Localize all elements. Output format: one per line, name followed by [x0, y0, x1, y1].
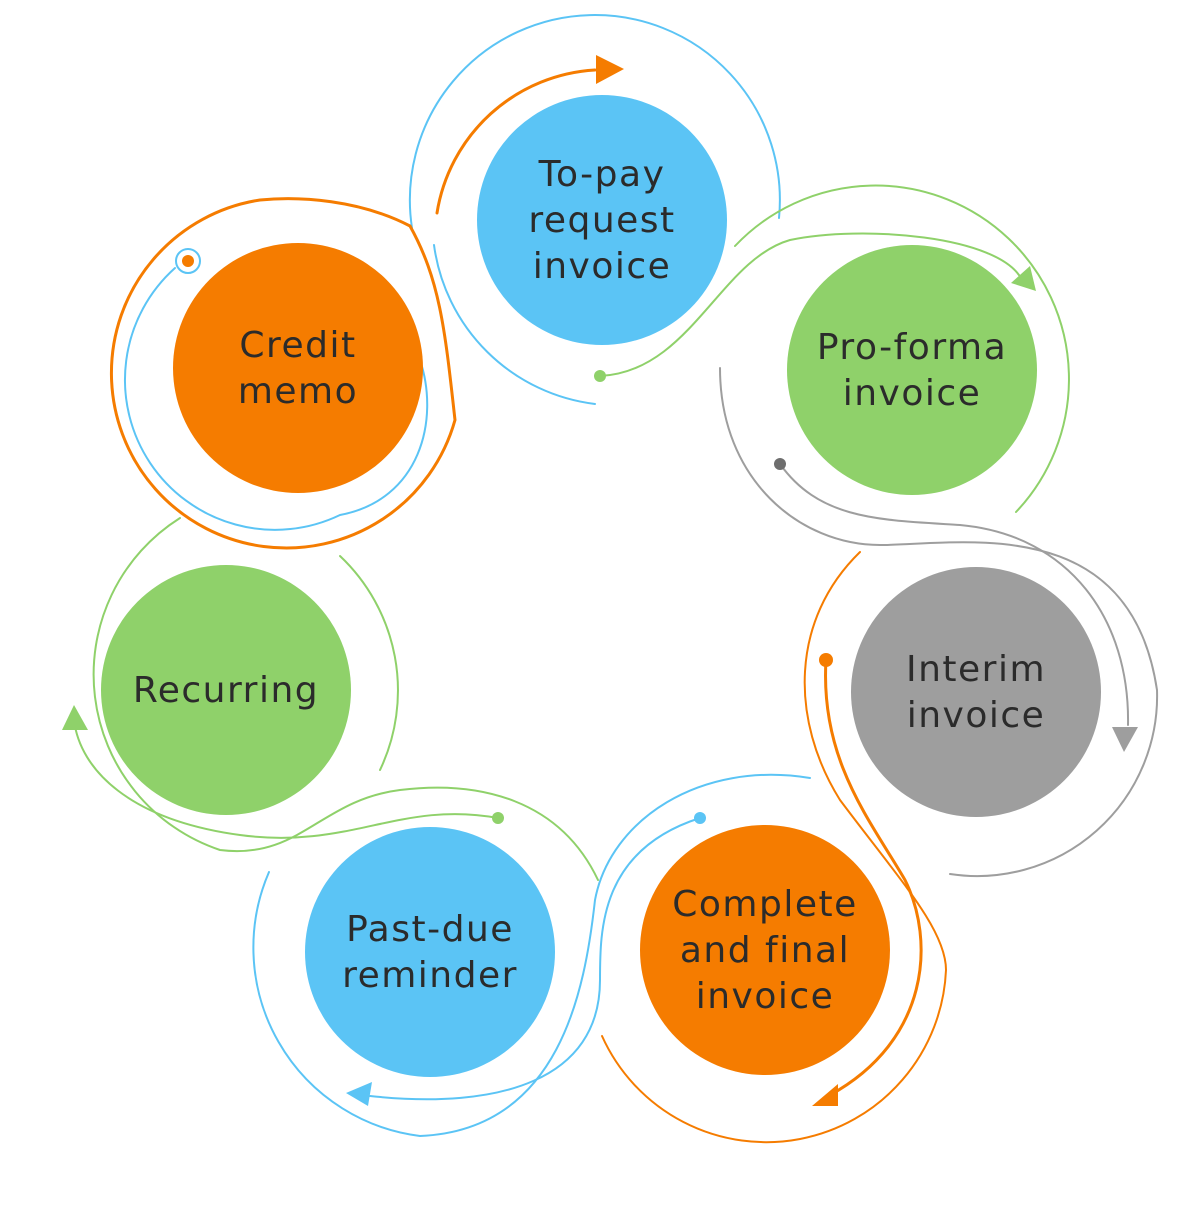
- arrow-interim-icon: [1112, 727, 1138, 752]
- arrow-pro-forma-icon: [1011, 266, 1036, 291]
- node-label-to-pay-request-invoice-line-1: To-pay: [538, 154, 666, 195]
- ring-to-pay-inner: [435, 68, 597, 215]
- dot-pro-forma: [594, 370, 606, 382]
- node-label-interim-invoice-line-2: invoice: [907, 695, 1046, 736]
- node-label-pro-forma-invoice-line-1: Pro-forma: [817, 327, 1007, 368]
- node-circle-to-pay-request-invoice: [477, 95, 727, 345]
- node-label-complete-and-final-invoice-line-3: invoice: [696, 976, 835, 1017]
- ring-credit-outer: [109, 197, 457, 550]
- node-circle-past-due-reminder: [305, 827, 555, 1077]
- dot-interim: [774, 458, 786, 470]
- ring-pro-forma-outer: [734, 184, 1070, 513]
- ring-interim-inner: [779, 463, 1130, 726]
- ring-complete-outer: [601, 551, 948, 1144]
- ring-past-due-inner: [369, 817, 701, 1101]
- arrow-recurring-icon: [62, 705, 88, 730]
- node-circle-pro-forma-invoice: [787, 245, 1037, 495]
- node-recurring: Recurring: [101, 565, 351, 815]
- arrow-complete-icon: [812, 1084, 838, 1106]
- node-label-to-pay-request-invoice-line-2: request: [528, 200, 675, 241]
- ring-recurring-outer: [92, 517, 599, 881]
- ring-interim-outer: [719, 367, 1159, 877]
- node-label-credit-memo-line-2: memo: [238, 371, 358, 412]
- ring-complete-inner: [824, 658, 923, 1097]
- node-label-complete-and-final-invoice-line-1: Complete: [672, 884, 858, 925]
- arrow-past-due-icon: [346, 1082, 372, 1106]
- node-label-credit-memo-line-1: Credit: [239, 325, 356, 366]
- ring-to-pay-lower: [433, 244, 596, 405]
- node-label-interim-invoice-line-1: Interim: [906, 649, 1046, 690]
- node-circle-complete-and-final-invoice: [640, 825, 890, 1075]
- dot-complete: [819, 653, 833, 667]
- ring-recurring-right: [339, 555, 399, 771]
- node-past-due-reminder: Past-due reminder: [305, 827, 555, 1077]
- dot-past-due: [694, 812, 706, 824]
- nodes-layer: To-payrequestinvoicePro-formainvoiceInte…: [101, 95, 1101, 1077]
- arrow-to-pay-icon: [596, 55, 624, 84]
- ring-recurring-inner: [73, 719, 499, 839]
- node-label-past-due-reminder-line-2: reminder: [342, 955, 518, 996]
- dot-credit: [182, 255, 194, 267]
- node-label-complete-and-final-invoice-line-2: and final: [680, 930, 850, 971]
- node-label-past-due-reminder-line-1: Past-due: [346, 909, 514, 950]
- node-pro-forma-invoice: Pro-forma invoice: [787, 245, 1037, 495]
- node-circle-interim-invoice: [851, 567, 1101, 817]
- ring-credit-inner: [124, 267, 429, 531]
- ring-past-due-outer: [252, 773, 811, 1138]
- node-label-recurring-line-1: Recurring: [133, 670, 319, 711]
- node-to-pay-request-invoice: To-pay request invoice: [477, 95, 727, 345]
- node-circle-credit-memo: [173, 243, 423, 493]
- ring-to-pay-outer: [408, 14, 781, 229]
- node-credit-memo: Credit memo: [173, 243, 423, 493]
- node-interim-invoice: Interim invoice: [851, 567, 1101, 817]
- node-label-pro-forma-invoice-line-2: invoice: [843, 373, 982, 414]
- node-complete-and-final-invoice: Complete and final invoice: [640, 825, 890, 1075]
- node-circle-recurring: [101, 565, 351, 815]
- dot-recurring: [492, 812, 504, 824]
- node-label-to-pay-request-invoice-line-3: invoice: [533, 246, 672, 287]
- ring-pro-forma-inner: [599, 232, 1023, 377]
- ring-credit-start: [175, 248, 201, 274]
- connector-rings: [62, 14, 1159, 1144]
